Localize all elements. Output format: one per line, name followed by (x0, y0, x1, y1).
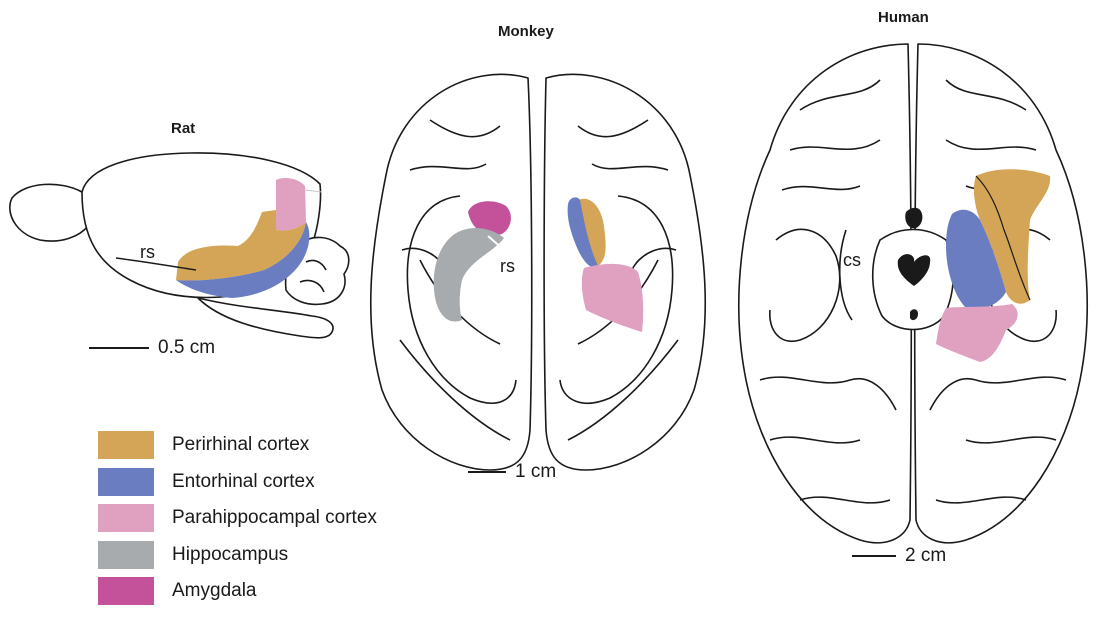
rat-sulcus-label: rs (140, 242, 155, 263)
human-brain (739, 44, 1087, 543)
legend-label: Parahippocampal cortex (172, 507, 377, 529)
legend-swatch-amygdala (98, 577, 154, 605)
legend-item-hippocampus: Hippocampus (98, 540, 377, 570)
human-sulcus-label: cs (843, 250, 861, 271)
legend-item-parahippocampal: Parahippocampal cortex (98, 503, 377, 533)
legend-item-entorhinal: Entorhinal cortex (98, 467, 377, 497)
rat-scale-bar: 0.5 cm (89, 337, 215, 359)
legend-label: Amygdala (172, 580, 257, 602)
legend-swatch-parahippocampal (98, 504, 154, 532)
human-scale-label: 2 cm (905, 545, 946, 567)
monkey-title: Monkey (498, 23, 554, 40)
rat-title: Rat (171, 120, 195, 137)
legend-swatch-perirhinal (98, 431, 154, 459)
legend-item-perirhinal: Perirhinal cortex (98, 430, 377, 460)
legend-swatch-hippocampus (98, 541, 154, 569)
legend: Perirhinal cortex Entorhinal cortex Para… (98, 430, 377, 613)
monkey-brain (371, 74, 706, 470)
legend-label: Entorhinal cortex (172, 471, 315, 493)
human-scale-bar: 2 cm (852, 545, 946, 567)
rat-parahippocampal-region (276, 178, 306, 231)
monkey-scale-label: 1 cm (515, 461, 556, 483)
monkey-sulcus-label: rs (500, 256, 515, 277)
legend-swatch-entorhinal (98, 468, 154, 496)
rat-scale-label: 0.5 cm (158, 337, 215, 359)
human-title: Human (878, 9, 929, 26)
monkey-scale-bar: 1 cm (468, 461, 556, 483)
legend-label: Perirhinal cortex (172, 434, 309, 456)
legend-label: Hippocampus (172, 544, 288, 566)
legend-item-amygdala: Amygdala (98, 576, 377, 606)
